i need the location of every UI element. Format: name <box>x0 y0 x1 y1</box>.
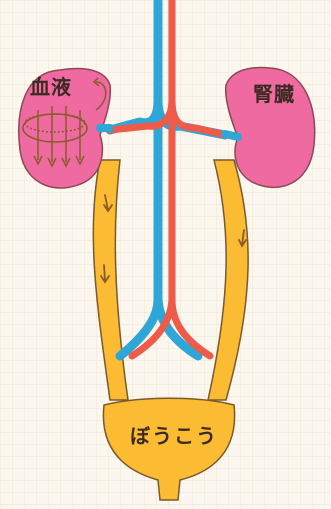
blood-label: 血液 <box>30 71 72 100</box>
kidney-label: 腎臓 <box>253 78 295 107</box>
right-renal-vessel <box>225 134 238 137</box>
bladder-label: ぼうこう <box>130 420 218 449</box>
